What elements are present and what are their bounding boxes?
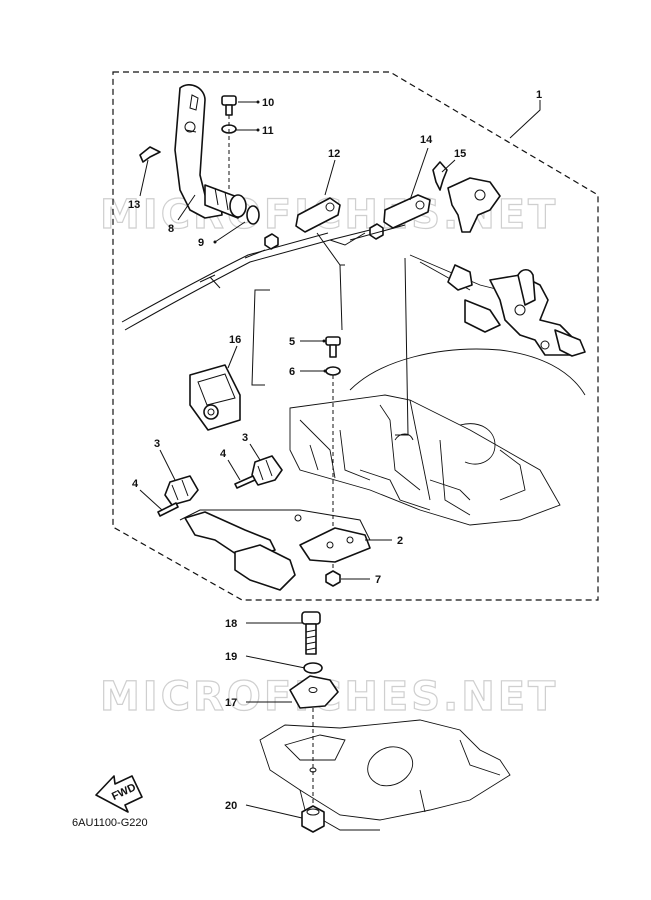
callout-15: 15 (454, 148, 466, 160)
callout-20: 20 (225, 800, 237, 812)
retainer-3-left (164, 475, 199, 506)
shift-rod-assembly (409, 254, 586, 357)
callout-8: 8 (168, 223, 174, 235)
nut-7 (325, 570, 341, 587)
callout-3-left: 3 (154, 438, 160, 450)
callouts: 1 10 11 12 13 8 9 14 15 16 5 6 3 (128, 89, 542, 819)
o-ring-9 (246, 205, 260, 225)
callout-4-right: 4 (220, 448, 227, 460)
pin-4-left (157, 502, 179, 517)
bolt-5 (325, 336, 341, 358)
callout-4-left: 4 (132, 478, 139, 490)
retainer-3-right (251, 455, 283, 486)
callout-17: 17 (225, 697, 237, 709)
callout-2: 2 (397, 535, 403, 547)
callout-19: 19 (225, 651, 237, 663)
clip-13 (139, 146, 161, 163)
pin-4-right (234, 475, 256, 489)
callout-13: 13 (128, 199, 140, 211)
nut-20 (301, 805, 325, 833)
shift-cable (121, 229, 371, 331)
callout-18: 18 (225, 618, 237, 630)
bolt-18 (301, 611, 321, 655)
link-joint-12 (295, 197, 341, 233)
assembly-boundary (112, 71, 599, 601)
callout-1: 1 (536, 89, 542, 101)
grommet-16 (189, 364, 241, 431)
callout-16: 16 (229, 334, 241, 346)
callout-9: 9 (198, 237, 204, 249)
shift-lever (174, 84, 247, 219)
washer-19 (303, 662, 323, 674)
washer-6 (325, 366, 341, 376)
callout-5: 5 (289, 336, 295, 348)
bottom-mount-casting (259, 719, 511, 831)
diagram-code: 6AU1100-G220 (72, 817, 148, 829)
nut-cable-left (264, 233, 279, 250)
callout-7: 7 (375, 574, 381, 586)
bolt-10 (221, 95, 237, 116)
callout-11: 11 (262, 125, 274, 137)
fwd-arrow-icon: FWD (95, 775, 143, 813)
callout-10: 10 (262, 97, 274, 109)
callout-6: 6 (289, 366, 295, 378)
bottom-cowling-outline (289, 348, 586, 526)
callout-14: 14 (420, 134, 433, 146)
callout-12: 12 (328, 148, 340, 160)
bracket-2 (179, 509, 371, 591)
link-joint-14 (383, 194, 431, 229)
clip-15 (432, 161, 448, 191)
plate-17 (289, 675, 339, 709)
callout-3-right: 3 (242, 432, 248, 444)
